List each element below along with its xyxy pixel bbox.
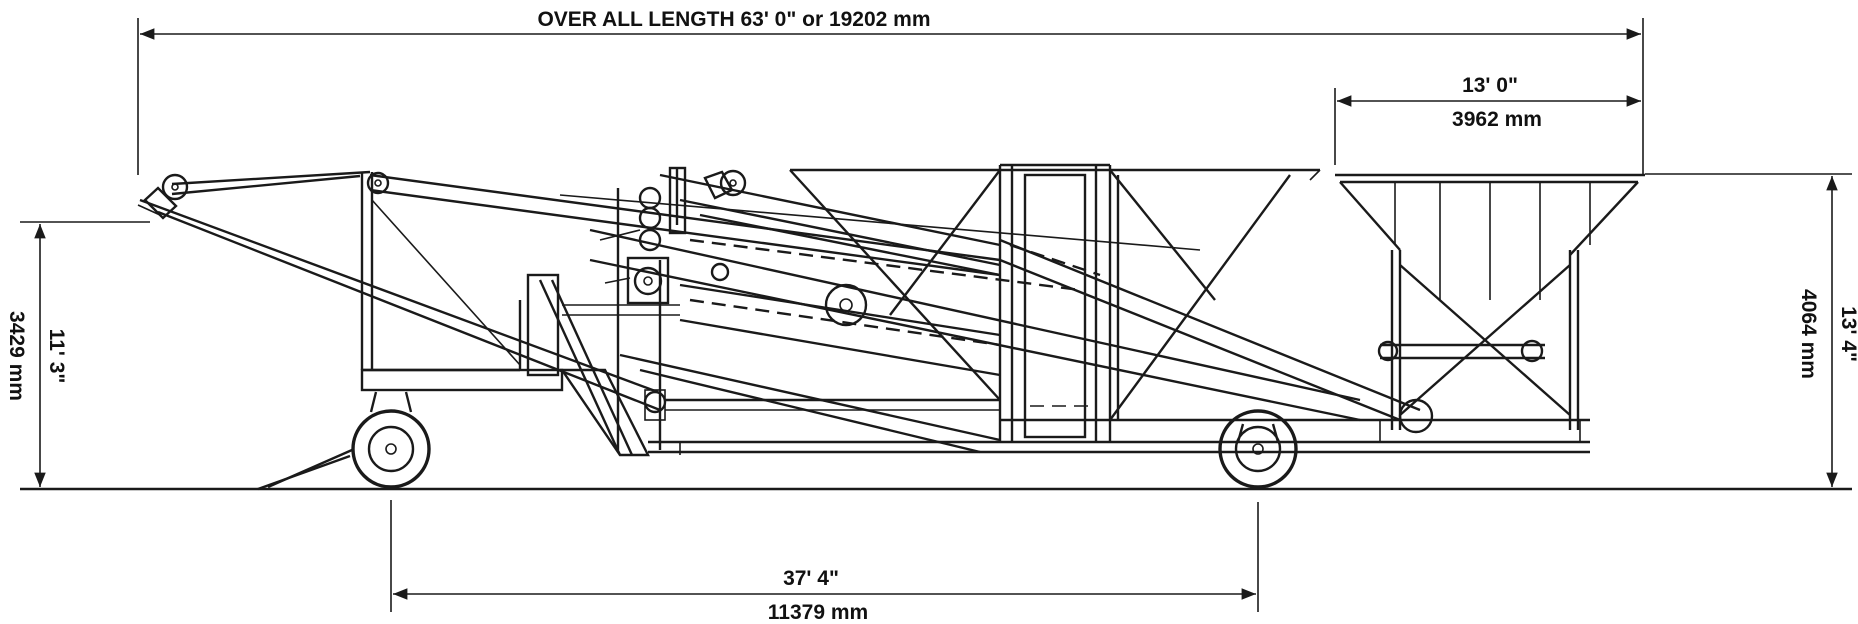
overall-length-label: OVER ALL LENGTH 63' 0" or 19202 mm bbox=[537, 8, 930, 31]
cleaner-tower bbox=[998, 163, 1112, 442]
wheelbase-metric-label: 11379 mm bbox=[768, 601, 868, 624]
hopper-length-imperial-label: 13' 0" bbox=[1462, 74, 1518, 97]
wheelbase-imperial-label: 37' 4" bbox=[783, 567, 839, 590]
hopper-height-imperial-label: 13' 4" bbox=[1837, 306, 1858, 362]
delivery-height-imperial-label: 11' 3" bbox=[45, 329, 68, 384]
machine-outline bbox=[137, 163, 1645, 491]
hopper-length-metric-label: 3962 mm bbox=[1452, 108, 1542, 131]
front-frame bbox=[360, 172, 680, 456]
delivery-height-metric-label: 3429 mm bbox=[5, 311, 28, 401]
hopper-height-metric-label: 4064 mm bbox=[1797, 289, 1820, 379]
front-wheel bbox=[351, 391, 431, 489]
rear-wheel bbox=[1218, 409, 1298, 489]
drive-pulleys bbox=[599, 186, 730, 450]
intake-hopper bbox=[1335, 173, 1645, 430]
overall-length-dimension: OVER ALL LENGTH 63' 0" or 19202 mm bbox=[137, 8, 1644, 175]
chassis bbox=[257, 368, 1590, 491]
hopper-height-dimension: 13' 4" 4064 mm bbox=[1645, 173, 1858, 487]
wheelbase-dimension: 37' 4" 11379 mm bbox=[390, 500, 1259, 624]
elevator-continuation bbox=[999, 238, 1434, 434]
cleaner-frame bbox=[789, 168, 1321, 421]
hopper-length-dimension: 13' 0" 3962 mm bbox=[1334, 74, 1641, 165]
delivery-height-dimension: 11' 3" 3429 mm bbox=[5, 221, 150, 487]
main-elevator bbox=[559, 166, 1361, 454]
